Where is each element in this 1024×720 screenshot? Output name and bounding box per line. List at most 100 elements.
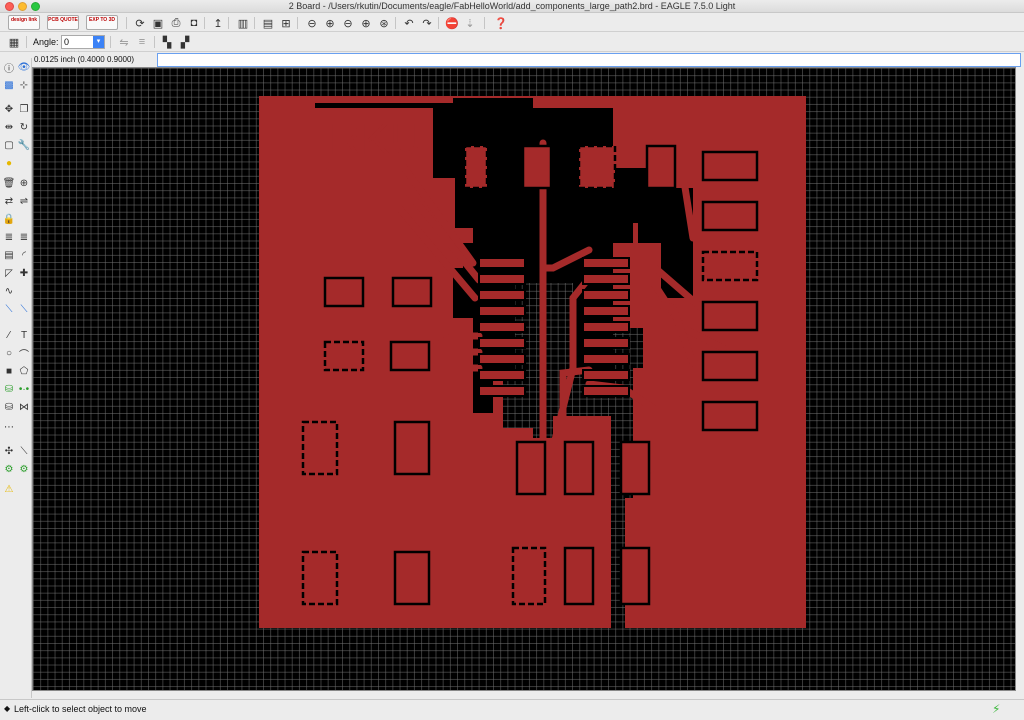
angle-value: 0 xyxy=(64,37,70,47)
info-icon[interactable]: ⓘ xyxy=(4,63,14,75)
export-3d-label: EXP TO 3D xyxy=(89,17,115,23)
name-icon[interactable]: ✚ xyxy=(19,267,29,279)
design-link-label: design link xyxy=(10,17,38,23)
text-icon[interactable]: T xyxy=(20,329,28,341)
redraw-icon[interactable]: ⊛ xyxy=(379,17,389,30)
title-bar: 2 Board - /Users/rkutin/Documents/eagle/… xyxy=(0,0,1024,13)
silkscreen-text: RKU xyxy=(329,115,422,164)
copy-icon[interactable]: ❐ xyxy=(19,103,29,115)
switch-schematic-icon[interactable]: ▤ xyxy=(262,17,274,30)
lock-icon[interactable]: 🔒 xyxy=(2,213,16,225)
errors-icon[interactable]: ⚙ xyxy=(19,463,29,475)
pcb-quote-button[interactable]: PCB QUOTE xyxy=(47,15,79,30)
stop-icon[interactable]: ⛔ xyxy=(445,17,459,30)
redo-icon[interactable]: ↷ xyxy=(422,17,432,30)
grid-icon[interactable]: ▦ xyxy=(8,36,20,49)
mirror-tool-icon[interactable]: ⇹ xyxy=(4,121,14,133)
ic-pads-right xyxy=(582,257,630,397)
hole-icon[interactable]: ⛁ xyxy=(4,401,14,413)
display-icon[interactable]: ▩ xyxy=(4,79,14,91)
optimize-icon[interactable]: ≣ xyxy=(19,231,29,243)
ratsnest-icon[interactable]: ⋈ xyxy=(19,401,29,413)
slice-icon[interactable]: ◸ xyxy=(5,267,13,279)
smd-icon[interactable]: ▚ xyxy=(162,36,172,49)
board-canvas[interactable]: RKU xyxy=(32,67,1016,691)
coordinate-readout: 0.0125 inch (0.4000 0.9000) xyxy=(34,55,135,64)
zoom-fit-icon[interactable]: ⊖ xyxy=(307,17,317,30)
polygon-icon[interactable]: ⬠ xyxy=(19,365,29,377)
miter-icon[interactable]: ◜ xyxy=(22,249,26,261)
toolbar-separator xyxy=(126,17,127,29)
design-link-button[interactable]: design link xyxy=(8,15,40,30)
rect-icon[interactable]: ■ xyxy=(5,365,13,377)
command-input[interactable] xyxy=(157,53,1021,67)
spin-icon[interactable]: ≡ xyxy=(138,36,146,48)
angle-select[interactable]: 0 ▾ xyxy=(61,35,105,49)
command-palette: ⓘ 👁 ▩ ⊹ ✥ ❐ ⇹ ↻ ▢ 🔧 ● 🗑 ⊕ ⇄ ⇌ 🔒 ≣ ≣ ▤ ◜ … xyxy=(0,58,32,698)
mark-icon[interactable]: ⊹ xyxy=(19,79,29,91)
drc-icon[interactable]: ⚙ xyxy=(4,463,14,475)
export-3d-button[interactable]: EXP TO 3D xyxy=(86,15,118,30)
save-icon[interactable]: ▣ xyxy=(152,17,164,30)
rotate-icon[interactable]: ↻ xyxy=(19,121,29,133)
layer-icon[interactable]: ⊞ xyxy=(281,17,291,30)
toolbar-separator xyxy=(154,36,155,48)
route-wire-icon[interactable]: ⟍ xyxy=(5,303,13,315)
maximize-window-button[interactable] xyxy=(31,2,40,11)
right-edge xyxy=(1016,67,1024,691)
open-icon[interactable]: ⟳ xyxy=(135,17,145,30)
zoom-out-icon[interactable]: ⊖ xyxy=(343,17,353,30)
delete-icon[interactable]: 🗑 xyxy=(2,177,16,189)
pcb-quote-label: PCB QUOTE xyxy=(48,17,78,23)
command-row: 0.0125 inch (0.4000 0.9000) xyxy=(0,53,1024,67)
ripup-icon[interactable]: ⟍ xyxy=(20,303,28,315)
zoom-in-icon[interactable]: ⊕ xyxy=(325,17,335,30)
help-icon[interactable]: ❓ xyxy=(494,17,508,30)
print-icon[interactable]: ⎙ xyxy=(171,16,181,29)
autorouter-icon[interactable]: ✣ xyxy=(4,445,14,457)
toolbar-separator xyxy=(395,17,396,29)
go-icon[interactable]: ⇣ xyxy=(465,17,475,30)
script-icon[interactable]: ↥ xyxy=(213,17,223,30)
toolbar-separator xyxy=(26,36,27,48)
minimize-window-button[interactable] xyxy=(18,2,27,11)
toolbar-separator xyxy=(228,17,229,29)
auto-route-icon[interactable]: ⟍ xyxy=(20,445,28,457)
circle-icon[interactable]: ○ xyxy=(5,347,13,359)
ulp-icon[interactable]: ▥ xyxy=(237,17,249,30)
chevron-down-icon[interactable]: ▾ xyxy=(93,36,104,48)
move-icon[interactable]: ✥ xyxy=(4,103,14,115)
pinswap-icon[interactable]: ⇌ xyxy=(19,195,29,207)
split-icon[interactable]: ≣ xyxy=(4,231,14,243)
route-icon[interactable]: ▤ xyxy=(4,249,14,261)
via-icon[interactable]: ⛁ xyxy=(4,383,14,395)
group-icon[interactable]: ▢ xyxy=(4,139,14,151)
pad-icon[interactable]: ▞ xyxy=(180,36,190,49)
toolbar-separator xyxy=(254,17,255,29)
zoom-select-icon[interactable]: ⊕ xyxy=(361,17,371,30)
close-window-button[interactable] xyxy=(5,2,14,11)
isolation-slot-center xyxy=(455,218,615,228)
attribute-icon[interactable]: ⋯ xyxy=(4,421,14,433)
cam-icon[interactable]: ◘ xyxy=(190,17,198,29)
signal-icon[interactable]: •·• xyxy=(18,383,30,395)
add-icon[interactable]: ⊕ xyxy=(19,177,29,189)
arc-icon[interactable]: ⌒ xyxy=(19,349,29,361)
change-icon[interactable]: 🔧 xyxy=(17,139,31,151)
wire-icon[interactable]: ⁄ xyxy=(8,329,10,341)
board-layout: RKU xyxy=(259,96,806,628)
component-pads xyxy=(301,144,759,606)
window-title: 2 Board - /Users/rkutin/Documents/eagle/… xyxy=(288,1,736,11)
warning-icon[interactable]: ⚠ xyxy=(4,483,14,495)
replace-icon[interactable]: ⇄ xyxy=(4,195,14,207)
show-icon[interactable]: 👁 xyxy=(17,61,31,73)
status-diamond-icon: ◆ xyxy=(4,704,11,713)
paste-icon[interactable]: ● xyxy=(5,157,13,169)
lightning-icon[interactable]: ⚡ xyxy=(992,702,1001,716)
status-message: Left-click to select object to move xyxy=(14,704,147,714)
undo-icon[interactable]: ↶ xyxy=(404,17,414,30)
toolbar-separator xyxy=(297,17,298,29)
meander-icon[interactable]: ∿ xyxy=(4,285,14,297)
mirror-icon[interactable]: ⇋ xyxy=(119,36,129,49)
